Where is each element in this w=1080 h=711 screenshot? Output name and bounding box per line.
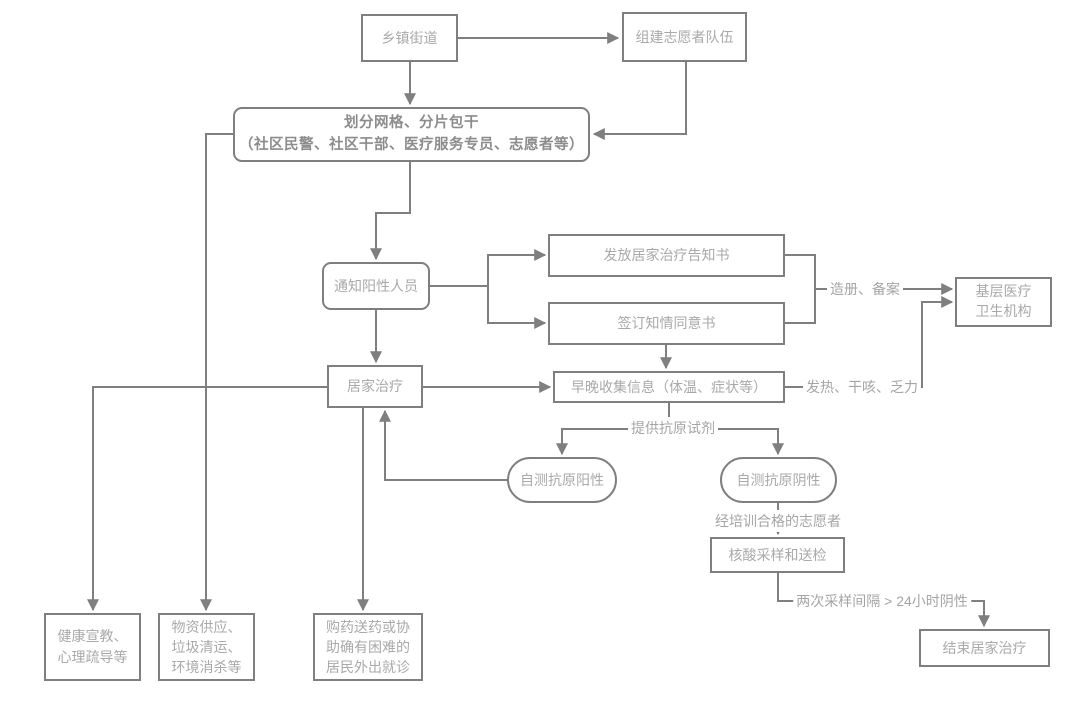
edge-label-fever-symptoms: 发热、干咳、乏力 (803, 376, 921, 398)
node-notify-positive: 通知阳性人员 (322, 262, 430, 310)
node-antigen-positive: 自测抗原阳性 (507, 457, 617, 503)
node-collect-info: 早晚收集信息（体温、症状等） (553, 371, 785, 403)
node-primary-medical: 基层医疗 卫生机构 (955, 277, 1052, 327)
node-notice-letter: 发放居家治疗告知书 (548, 234, 785, 277)
node-grid-division: 划分网格、分片包干 （社区民警、社区干部、医疗服务专员、志愿者等） (233, 107, 590, 162)
edge-label-trained-volunteer: 经培训合格的志愿者 (712, 510, 844, 532)
edge-label-register-record: 造册、备案 (827, 278, 903, 300)
node-medicine-help: 购药送药或协 助确有困难的 居民外出就诊 (313, 613, 423, 681)
node-supplies-service: 物资供应、 垃圾清运、 环境消杀等 (158, 613, 255, 681)
node-volunteer-team: 组建志愿者队伍 (622, 12, 747, 62)
node-nucleic-sampling: 核酸采样和送检 (710, 537, 845, 573)
node-township: 乡镇街道 (361, 14, 458, 62)
node-antigen-negative: 自测抗原阴性 (720, 457, 837, 503)
node-health-education: 健康宣教、 心理疏导等 (44, 613, 141, 681)
node-end-home-treatment: 结束居家治疗 (919, 629, 1050, 667)
node-consent-form: 签订知情同意书 (548, 302, 785, 345)
node-home-treatment: 居家治疗 (327, 365, 423, 408)
edge-label-two-samples-negative: 两次采样间隔 > 24小时阴性 (793, 590, 971, 612)
edge-label-provide-antigen-kit: 提供抗原试剂 (628, 417, 718, 439)
